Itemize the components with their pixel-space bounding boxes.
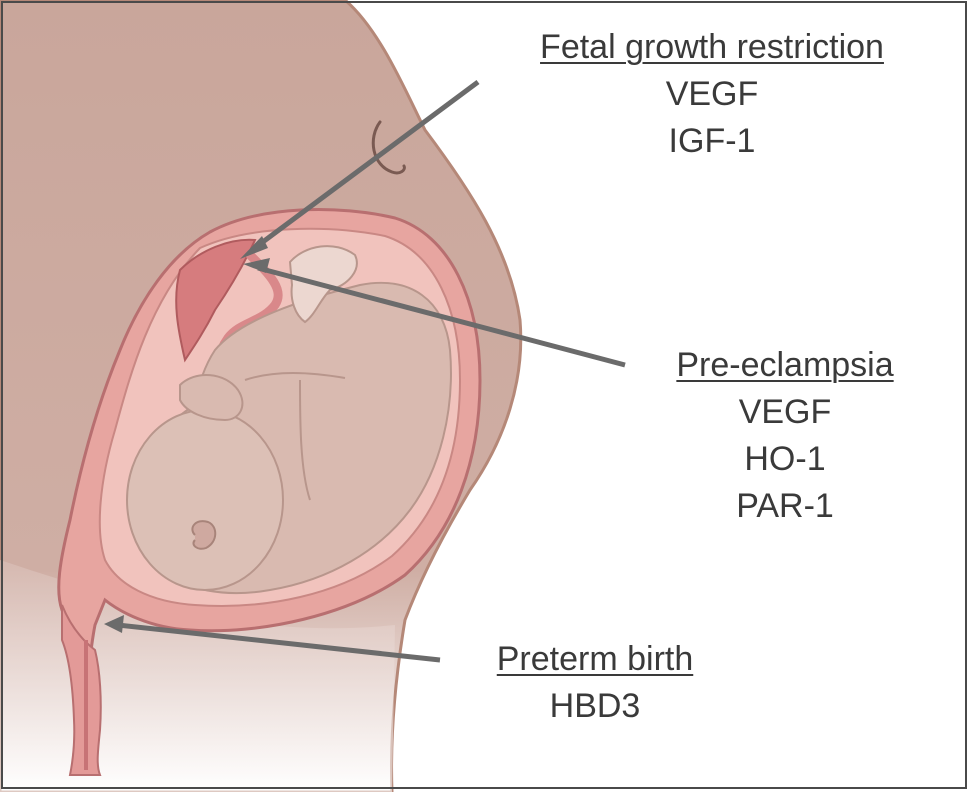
label-fetal-growth-restriction: Fetal growth restriction VEGF IGF-1 [482,24,942,165]
navel-mark [371,120,406,175]
fetus-leg [244,372,346,501]
marker-vegf: VEGF [665,75,759,113]
marker-par-1: PAR-1 [736,487,834,525]
fetus-head [126,409,284,591]
fetus-ear [191,520,217,550]
arrow-fetal-growth-restriction [240,79,480,259]
placenta [175,238,257,363]
heading-pre-eclampsia: Pre-eclampsia [676,346,894,384]
marker-igf-1: IGF-1 [668,122,756,160]
arrow-pre-eclampsia [243,258,626,368]
arrow-preterm-birth [104,615,441,663]
heading-preterm-birth: Preterm birth [496,640,694,678]
fetus-hand [179,373,244,422]
marker-hbd3: HBD3 [549,687,641,725]
label-preterm-birth: Preterm birth HBD3 [455,636,735,730]
heading-fetal-growth-restriction: Fetal growth restriction [540,28,884,66]
marker-ho-1: HO-1 [744,440,826,478]
label-pre-eclampsia: Pre-eclampsia VEGF HO-1 PAR-1 [630,342,940,530]
marker-vegf: VEGF [738,393,832,431]
cervix [61,604,102,776]
